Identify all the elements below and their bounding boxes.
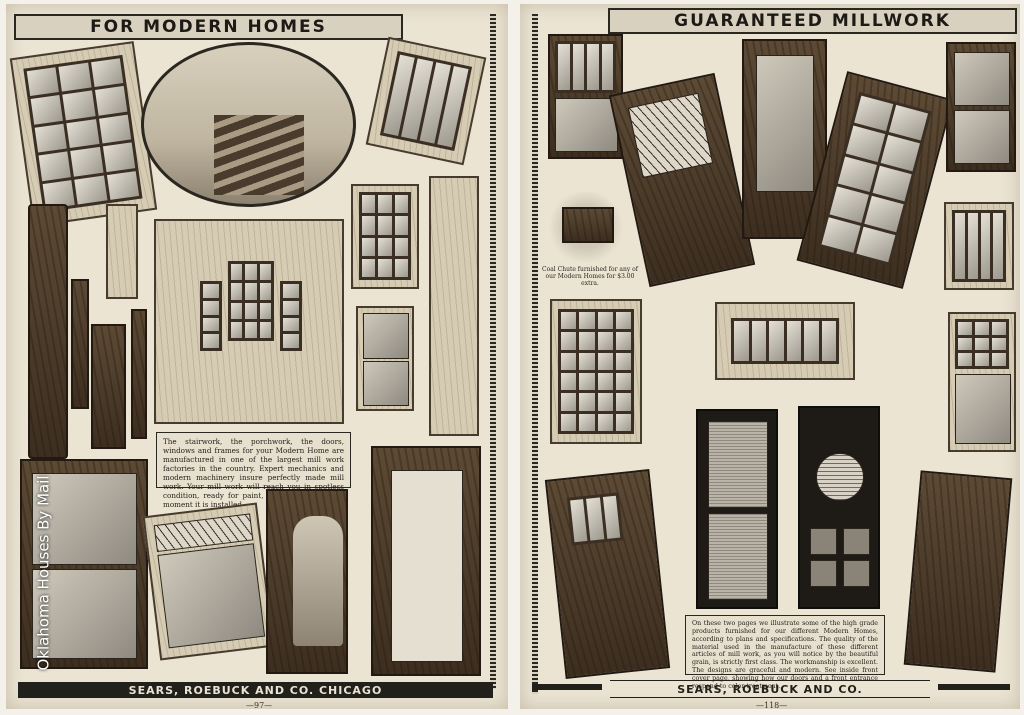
screen-door-pane <box>843 528 870 555</box>
left-page-header: FOR MODERN HOMES <box>14 14 403 40</box>
screen-door-with-insect-illustration <box>798 406 880 609</box>
door-glass-panes <box>566 492 624 546</box>
cottage-door-illustration <box>544 469 671 679</box>
door-glass-panel <box>756 55 814 192</box>
upper-sash-glass <box>32 473 137 565</box>
window-glass <box>157 543 266 649</box>
casement-window-illustration <box>550 299 642 444</box>
lower-sash-glass <box>955 374 1011 444</box>
left-caption-text: The stairwork, the porchwork, the doors,… <box>163 437 344 509</box>
right-caption-text: On these two pages we illustrate some of… <box>692 620 878 690</box>
door-frame-illustration <box>371 446 481 676</box>
left-footer-text: SEARS, ROEBUCK AND CO. CHICAGO <box>128 683 383 697</box>
lower-sash-glass <box>555 98 618 152</box>
left-catalog-page: FOR MODERN HOMES <box>6 4 508 709</box>
left-decorative-border <box>490 14 496 689</box>
upper-sash-panes <box>555 41 616 93</box>
window-panes <box>558 309 634 434</box>
coal-chute-illustration <box>546 192 626 262</box>
right-header-text: GUARANTEED MILLWORK <box>674 11 951 31</box>
right-catalog-page: GUARANTEED MILLWORK Coal Chute furnished… <box>520 4 1020 709</box>
screen-mesh-lower <box>708 513 768 600</box>
newel-post-illustration <box>71 279 89 409</box>
leaded-window-illustration <box>142 502 275 661</box>
window-panes <box>359 192 411 280</box>
right-footer-text: SEARS, ROEBUCK AND CO. <box>677 682 863 696</box>
lower-sash-glass <box>363 361 409 406</box>
footer-rule-left <box>532 684 602 690</box>
coal-chute-caption: Coal Chute furnished for any of our Mode… <box>542 266 638 288</box>
pedestal-illustration <box>106 204 138 299</box>
transom-window-illustration <box>365 36 487 166</box>
screen-door-pane <box>810 560 837 587</box>
front-entrance-illustration <box>154 219 344 424</box>
watermark: Oklahoma Houses By Mail <box>34 475 53 671</box>
window-panes <box>952 210 1006 282</box>
right-page-header: GUARANTEED MILLWORK <box>608 8 1017 34</box>
sidelight-glass <box>280 281 302 351</box>
double-hung-window-illustration <box>20 459 148 669</box>
left-page-number: —97— <box>246 701 273 709</box>
door-frame-opening <box>391 470 463 662</box>
window-panes <box>731 318 839 364</box>
window-panes <box>379 51 473 151</box>
newel-post-illustration <box>91 324 126 449</box>
screen-door-pane <box>843 560 870 587</box>
entrance-door-glass <box>228 261 274 341</box>
double-hung-window-illustration <box>946 42 1016 172</box>
sash-window-illustration <box>948 312 1016 452</box>
left-page-footer: SEARS, ROEBUCK AND CO. CHICAGO <box>18 682 493 698</box>
left-page-caption: The stairwork, the porchwork, the doors,… <box>156 432 351 509</box>
casement-window-illustration <box>9 41 158 227</box>
right-page-footer: SEARS, ROEBUCK AND CO. <box>610 680 930 698</box>
magnified-screen-insect-icon <box>816 453 864 501</box>
sash-window-illustration <box>356 306 414 411</box>
small-window-illustration <box>944 202 1014 290</box>
screen-mesh-upper <box>708 421 768 508</box>
leaded-glass-panel <box>627 92 714 179</box>
upper-sash-panes <box>955 319 1009 369</box>
window-panes <box>23 54 143 213</box>
right-decorative-border <box>532 14 538 694</box>
coal-chute-body <box>562 207 614 243</box>
french-door-panes <box>817 91 932 266</box>
newel-post-illustration <box>131 309 147 439</box>
right-page-number: —118— <box>756 701 788 709</box>
upper-sash-glass <box>954 52 1010 106</box>
basement-window-illustration <box>715 302 855 380</box>
screen-door-illustration <box>696 409 778 609</box>
footer-rule-right <box>938 684 1010 690</box>
left-header-text: FOR MODERN HOMES <box>90 17 327 37</box>
upper-sash-glass <box>363 313 409 359</box>
leaded-glass-door-illustration <box>608 72 756 288</box>
two-women-figures <box>293 516 343 646</box>
porch-column-illustration <box>28 204 68 459</box>
staircase-drawing <box>214 115 304 195</box>
lower-sash-glass <box>32 569 137 659</box>
lower-sash-glass <box>954 110 1010 164</box>
cabinet-window-illustration <box>351 184 419 289</box>
doorway-with-figures-illustration <box>266 489 348 674</box>
stairwork-interior-illustration <box>141 42 356 207</box>
right-page-caption: On these two pages we illustrate some of… <box>685 615 885 690</box>
sidelight-glass <box>200 281 222 351</box>
panel-door-illustration <box>903 470 1013 673</box>
pilaster-illustration <box>429 176 479 436</box>
screen-door-pane <box>810 528 837 555</box>
